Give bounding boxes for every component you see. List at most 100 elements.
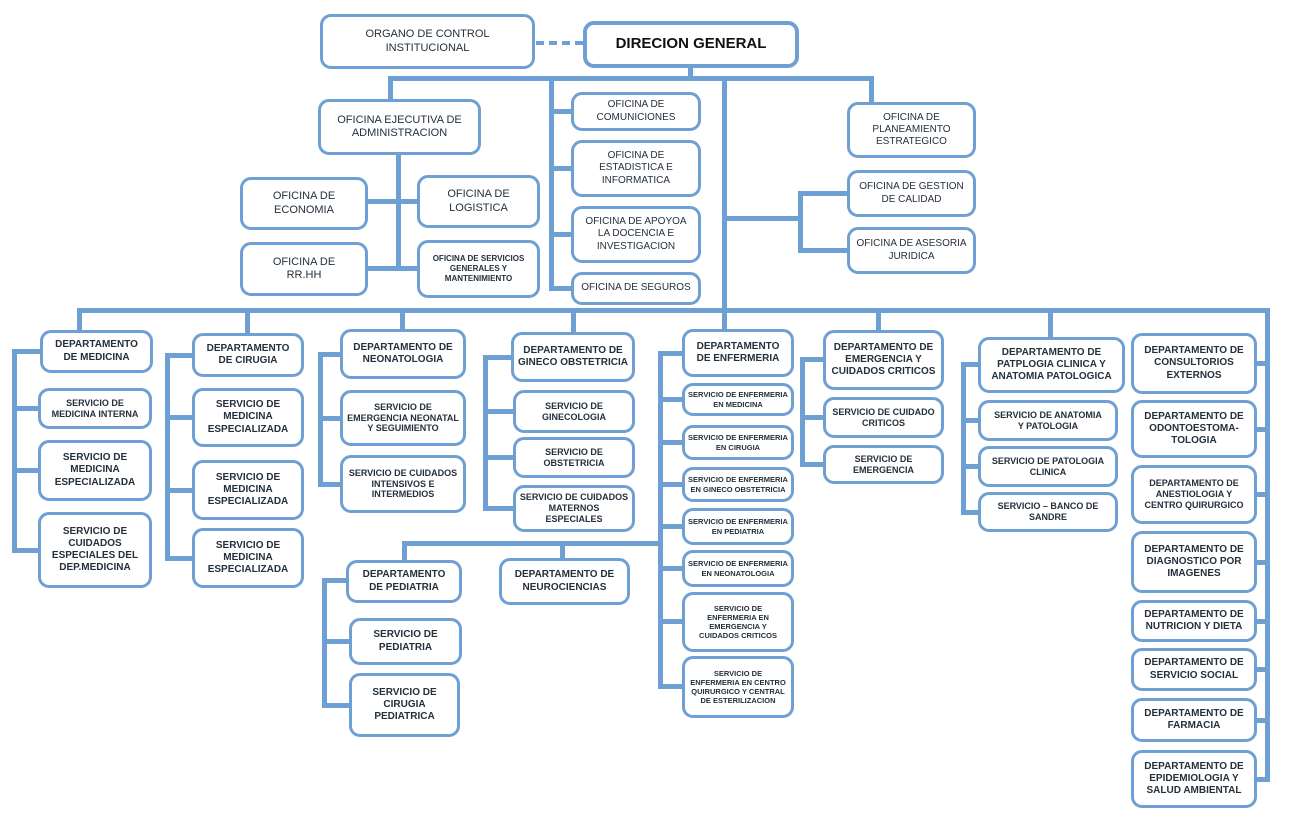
connector	[402, 541, 407, 562]
node-srv-enf-pediatria: SERVICIO DE ENFERMERIA EN PEDIATRIA	[682, 508, 794, 545]
connector	[722, 76, 727, 313]
connector	[318, 416, 342, 421]
connector	[1265, 308, 1270, 782]
node-dep-odonto: DEPARTAMENTO DE ODONTOESTOMA- TOLOGIA	[1131, 400, 1257, 458]
node-srv-pediatria: SERVICIO DE PEDIATRIA	[349, 618, 462, 665]
connector	[388, 76, 872, 81]
node-dep-nutricion: DEPARTAMENTO DE NUTRICION Y DIETA	[1131, 600, 1257, 642]
connector	[398, 199, 420, 204]
connector	[1253, 560, 1267, 565]
connector	[12, 349, 42, 354]
node-srv-medicina-interna: SERVICIO DE MEDICINA INTERNA	[38, 388, 152, 429]
node-srv-cirugia-pediatrica: SERVICIO DE CIRUGIA PEDIATRICA	[349, 673, 460, 737]
node-dep-gineco: DEPARTAMENTO DE GINECO OBSTETRICIA	[511, 332, 635, 382]
connector	[658, 566, 684, 571]
connector	[961, 362, 966, 515]
connector	[483, 455, 515, 460]
connector	[318, 482, 342, 487]
connector	[800, 462, 825, 467]
connector	[483, 355, 513, 360]
connector	[165, 353, 170, 561]
node-srv-cuidados-especiales: SERVICIO DE CUIDADOS ESPECIALES DEL DEP.…	[38, 512, 152, 588]
connector	[388, 76, 393, 102]
node-oficina-planeamiento: OFICINA DE PLANEAMIENTO ESTRATEGICO	[847, 102, 976, 158]
node-srv-emergencia-neonatal: SERVICIO DE EMERGENCIA NEONATAL Y SEGUIM…	[340, 390, 466, 446]
connector	[658, 351, 663, 689]
connector	[165, 353, 194, 358]
node-srv-anatomia-patologia: SERVICIO DE ANATOMIA Y PATOLOGIA	[978, 400, 1118, 441]
connector-bus	[77, 308, 1270, 313]
node-oficina-estadistica: OFICINA DE ESTADISTICA E INFORMATICA	[571, 140, 701, 197]
connector	[800, 357, 825, 362]
connector	[688, 66, 693, 78]
connector	[658, 482, 684, 487]
node-dep-neonatologia: DEPARTAMENTO DE NEONATOLOGIA	[340, 329, 466, 379]
connector	[549, 232, 573, 237]
node-srv-enf-neonatologia: SERVICIO DE ENFERMERIA EN NEONATOLOGIA	[682, 550, 794, 587]
node-oficina-logistica: OFICINA DE LOGISTICA	[417, 175, 540, 228]
node-srv-enf-centro-quirurgico: SERVICIO DE ENFERMERIA EN CENTRO QUIRURG…	[682, 656, 794, 718]
connector	[1253, 492, 1267, 497]
node-dep-emergencia: DEPARTAMENTO DE EMERGENCIA Y CUIDADOS CR…	[823, 330, 944, 390]
connector	[165, 415, 194, 420]
node-dep-diagnostico: DEPARTAMENTO DE DIAGNOSTICO POR IMAGENES	[1131, 531, 1257, 593]
connector	[658, 619, 684, 624]
connector	[12, 349, 17, 553]
node-oficina-ejecutiva: OFICINA EJECUTIVA DE ADMINISTRACION	[318, 99, 481, 155]
connector	[165, 488, 194, 493]
node-srv-obstetricia: SERVICIO DE OBSTETRICIA	[513, 437, 635, 478]
connector	[322, 639, 351, 644]
node-dep-medicina: DEPARTAMENTO DE MEDICINA	[40, 330, 153, 373]
connector	[658, 440, 684, 445]
connector	[798, 191, 803, 253]
connector	[1253, 619, 1267, 624]
connector	[961, 362, 980, 367]
node-oficina-asesoria-juridica: OFICINA DE ASESORIA JURIDICA	[847, 227, 976, 274]
connector	[1253, 718, 1267, 723]
connector	[961, 510, 980, 515]
connector	[571, 311, 576, 334]
node-dep-farmacia: DEPARTAMENTO DE FARMACIA	[1131, 698, 1257, 742]
connector	[483, 506, 515, 511]
node-srv-medicina-especializada: SERVICIO DE MEDICINA ESPECIALIZADA	[38, 440, 152, 501]
node-oficina-comunicaciones: OFICINA DE COMUNICIONES	[571, 92, 701, 131]
node-srv-enf-medicina: SERVICIO DE ENFERMERIA EN MEDICINA	[682, 383, 794, 416]
node-srv-enf-cirugia: SERVICIO DE ENFERMERIA EN CIRUGIA	[682, 425, 794, 460]
connector	[549, 166, 573, 171]
node-dep-anestesiologia: DEPARTAMENTO DE ANESTIOLOGIA Y CENTRO QU…	[1131, 465, 1257, 524]
connector	[1253, 667, 1267, 672]
node-dep-cirugia: DEPARTAMENTO DE CIRUGIA	[192, 333, 304, 377]
connector	[658, 524, 684, 529]
connector	[77, 308, 82, 333]
connector	[560, 541, 565, 560]
connector	[245, 311, 250, 335]
node-dep-enfermeria: DEPARTAMENTO DE ENFERMERIA	[682, 329, 794, 377]
connector	[549, 109, 573, 114]
connector	[165, 556, 194, 561]
node-dep-servicio-social: DEPARTAMENTO DE SERVICIO SOCIAL	[1131, 648, 1257, 691]
connector	[12, 406, 40, 411]
node-oficina-servicios-generales: OFICINA DE SERVICIOS GENERALES Y MANTENI…	[417, 240, 540, 298]
connector	[1253, 361, 1267, 366]
node-srv-maternos: SERVICIO DE CUIDADOS MATERNOS ESPECIALES	[513, 485, 635, 532]
connector	[396, 155, 401, 271]
node-srv-enf-emergencia: SERVICIO DE ENFERMERIA EN EMERGENCIA Y C…	[682, 592, 794, 652]
connector	[961, 464, 980, 469]
connector	[322, 578, 348, 583]
connector-dashed-advisory	[536, 41, 583, 45]
node-organo-control: ORGANO DE CONTROL INSTITUCIONAL	[320, 14, 535, 69]
connector	[1253, 777, 1267, 782]
node-srv-cirugia-espec-1: SERVICIO DE MEDICINA ESPECIALIZADA	[192, 388, 304, 447]
connector	[1253, 427, 1267, 432]
node-srv-cirugia-espec-3: SERVICIO DE MEDICINA ESPECIALIZADA	[192, 528, 304, 588]
node-dep-neurociencias: DEPARTAMENTO DE NEUROCIENCIAS	[499, 558, 630, 605]
node-oficina-economia: OFICINA DE ECONOMIA	[240, 177, 368, 230]
node-srv-enf-gineco: SERVICIO DE ENFERMERIA EN GINECO OBSTETR…	[682, 467, 794, 502]
connector	[549, 76, 554, 291]
connector	[658, 397, 684, 402]
connector	[398, 266, 420, 271]
connector	[658, 351, 684, 356]
connector	[798, 191, 849, 196]
node-dep-patologia: DEPARTAMENTO DE PATPLOGIA CLINICA Y ANAT…	[978, 337, 1125, 393]
node-oficina-rrhh: OFICINA DE RR.HH	[240, 242, 368, 296]
